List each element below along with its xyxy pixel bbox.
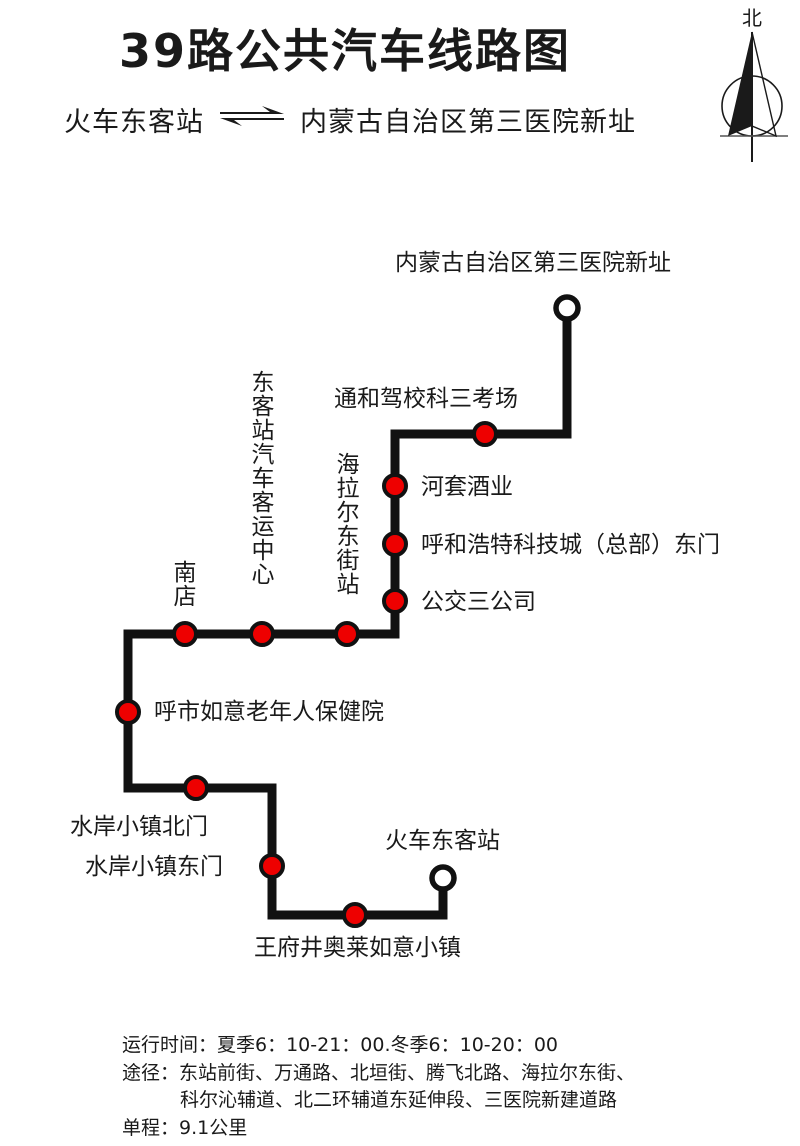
station-marker[interactable] [382,588,408,614]
station-label: 南店 [169,560,195,608]
route-line-svg [115,294,581,928]
station-marker[interactable] [249,621,275,647]
terminal-markers [429,294,581,892]
station-marker[interactable] [382,473,408,499]
station-label: 公交三公司 [421,589,536,615]
station-marker[interactable] [259,853,285,879]
compass-north-icon [720,31,788,162]
footer-line: 运行时间：夏季6：10-21：00.冬季6：10-20：00 [122,1034,558,1056]
compass-north-label: 北 [742,6,762,30]
double-arrow-icon [218,101,286,138]
station-label: 通和驾校科三考场 [334,386,518,412]
station-marker[interactable] [342,902,368,928]
route-diagram: 内蒙古自治区第三医院新址火车东客站 通和驾校科三考场河套酒业呼和浩特科技城（总部）… [0,180,800,1010]
origin-label: 火车东客站 [64,107,204,138]
station-markers [115,421,498,928]
terminal-marker[interactable] [429,864,457,892]
station-marker[interactable] [172,621,198,647]
station-marker[interactable] [183,775,209,801]
station-label: 海拉尔东街站 [332,452,358,596]
compass-rose: 北 [706,2,798,168]
station-marker[interactable] [334,621,360,647]
station-marker[interactable] [115,699,141,725]
terminal-label: 内蒙古自治区第三医院新址 [395,250,671,276]
footer-line: 科尔沁辅道、北二环辅道东延伸段、三医院新建道路 [180,1089,618,1112]
station-label: 水岸小镇东门 [85,854,223,880]
page-title: 39路公共汽车线路图 [118,24,571,78]
footer-line: 单程：9.1公里 [122,1116,248,1139]
destination-label: 内蒙古自治区第三医院新址 [300,107,636,138]
station-label: 呼市如意老年人保健院 [154,699,384,725]
route-info-footer: 运行时间：夏季6：10-21：00.冬季6：10-20：00 途径：东站前街、万通… [122,1032,792,1142]
station-label: 水岸小镇北门 [70,814,208,840]
station-label: 呼和浩特科技城（总部）东门 [421,532,720,558]
station-marker[interactable] [472,421,498,447]
terminal-label: 火车东客站 [385,828,500,854]
station-label: 王府井奥莱如意小镇 [254,935,461,961]
terminal-marker[interactable] [553,294,581,322]
route-endpoints-subtitle: 火车东客站 内蒙古自治区第三医院新址 [0,100,700,139]
footer-line: 途径：东站前街、万通路、北垣街、腾飞北路、海拉尔东街、 [122,1061,636,1084]
station-label: 东客站汽车客运中心 [247,370,273,586]
station-marker[interactable] [382,531,408,557]
station-label: 河套酒业 [421,474,513,500]
